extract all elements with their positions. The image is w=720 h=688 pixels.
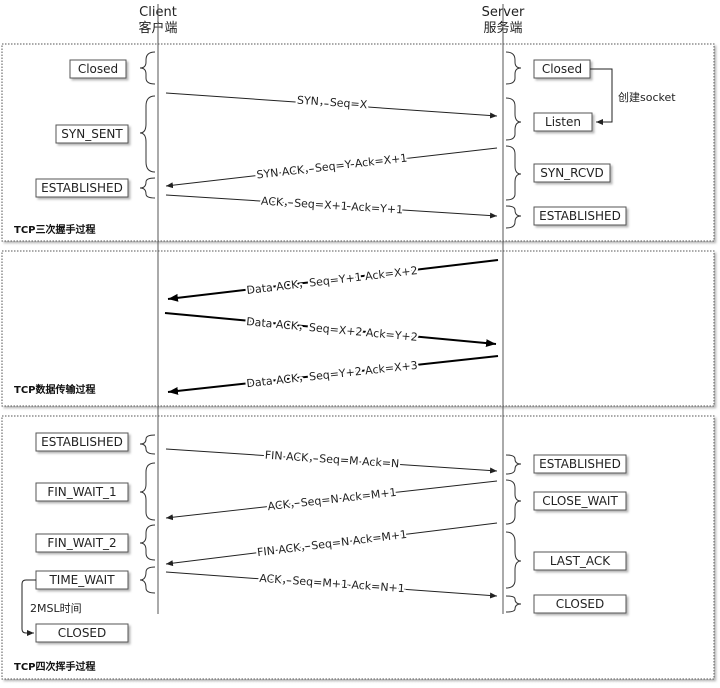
- brace-client-established-2: [139, 434, 156, 455]
- state-box-server-closed: Closed: [533, 59, 591, 79]
- svg-text:Listen: Listen: [545, 115, 581, 129]
- brace-server-last-ack: [505, 531, 522, 589]
- msg-data-2-arrow: [164, 312, 497, 348]
- state-box-server-close-wait: CLOSE_WAIT: [533, 491, 627, 511]
- msg-ack-arrow: [165, 194, 498, 219]
- brace-client-fin-wait-1: [139, 462, 156, 521]
- handshake-title: TCP三次握手过程: [14, 223, 96, 236]
- state-box-client-established-2: ESTABLISHED: [35, 432, 129, 452]
- msl-wait-arrow: [21, 579, 36, 636]
- svg-text:ESTABLISHED: ESTABLISHED: [539, 209, 621, 223]
- state-box-server-established-2: ESTABLISHED: [533, 454, 627, 474]
- svg-text:TIME_WAIT: TIME_WAIT: [48, 573, 115, 587]
- brace-server-listen: [505, 97, 522, 141]
- state-box-client-closed: Closed: [69, 59, 127, 79]
- brace-server-closed-2: [505, 595, 522, 613]
- brace-client-closed: [139, 51, 156, 85]
- state-box-client-fin-wait-2: FIN_WAIT_2: [35, 533, 129, 553]
- svg-text:SYN_RCVD: SYN_RCVD: [540, 166, 604, 180]
- brace-client-syn-sent: [139, 95, 156, 173]
- create-socket-label: 创建socket: [618, 90, 676, 104]
- svg-text:CLOSED: CLOSED: [58, 626, 107, 640]
- state-box-server-closed-2: CLOSED: [533, 594, 627, 614]
- brace-server-close-wait: [505, 479, 522, 525]
- svg-text:ESTABLISHED: ESTABLISHED: [41, 181, 123, 195]
- svg-text:SYN_SENT: SYN_SENT: [61, 127, 123, 141]
- state-box-client-closed-2: CLOSED: [35, 623, 129, 643]
- msg-fin-ack-2-arrow: [165, 522, 498, 567]
- state-box-client-time-wait: TIME_WAIT: [35, 570, 129, 590]
- svg-text:CLOSED: CLOSED: [556, 597, 605, 611]
- svg-text:ESTABLISHED: ESTABLISHED: [539, 457, 621, 471]
- msl-label: 2MSL时间: [30, 602, 82, 615]
- brace-client-fin-wait-2: [139, 524, 156, 561]
- state-box-server-established-1: ESTABLISHED: [533, 206, 627, 226]
- svg-text:Closed: Closed: [542, 62, 582, 76]
- msg-fin-ack-1-arrow: [165, 448, 498, 474]
- svg-text:FIN_WAIT_2: FIN_WAIT_2: [47, 536, 116, 550]
- brace-client-established-1: [139, 177, 156, 199]
- teardown-title: TCP四次挥手过程: [14, 660, 96, 673]
- brace-client-time-wait: [139, 566, 156, 594]
- msg-syn-arrow: [165, 92, 498, 119]
- msg-syn-ack-arrow: [165, 147, 498, 189]
- state-box-client-established-1: ESTABLISHED: [35, 178, 129, 198]
- svg-text:CLOSE_WAIT: CLOSE_WAIT: [542, 494, 618, 508]
- brace-server-established-2: [505, 454, 522, 475]
- brace-server-established-1: [505, 205, 522, 229]
- brace-server-syn-rcvd: [505, 145, 522, 201]
- svg-text:Closed: Closed: [78, 62, 118, 76]
- svg-text:FIN_WAIT_1: FIN_WAIT_1: [47, 485, 116, 499]
- transfer-title: TCP数据传输过程: [14, 383, 96, 396]
- msg-ack-2-arrow: [165, 480, 498, 521]
- msg-ack-3-arrow: [165, 571, 498, 599]
- state-box-client-fin-wait-1: FIN_WAIT_1: [35, 482, 129, 502]
- msg-data-3-arrow: [167, 355, 499, 395]
- svg-text:LAST_ACK: LAST_ACK: [550, 554, 611, 568]
- state-box-server-syn-rcvd: SYN_RCVD: [533, 163, 611, 183]
- msg-data-1-arrow: [167, 259, 499, 302]
- state-box-server-last-ack: LAST_ACK: [533, 551, 627, 571]
- svg-text:ESTABLISHED: ESTABLISHED: [41, 435, 123, 449]
- state-box-client-syn-sent: SYN_SENT: [55, 124, 129, 144]
- state-box-server-listen: Listen: [533, 112, 593, 132]
- brace-server-closed: [505, 51, 522, 85]
- create-socket-arrow: [590, 68, 613, 125]
